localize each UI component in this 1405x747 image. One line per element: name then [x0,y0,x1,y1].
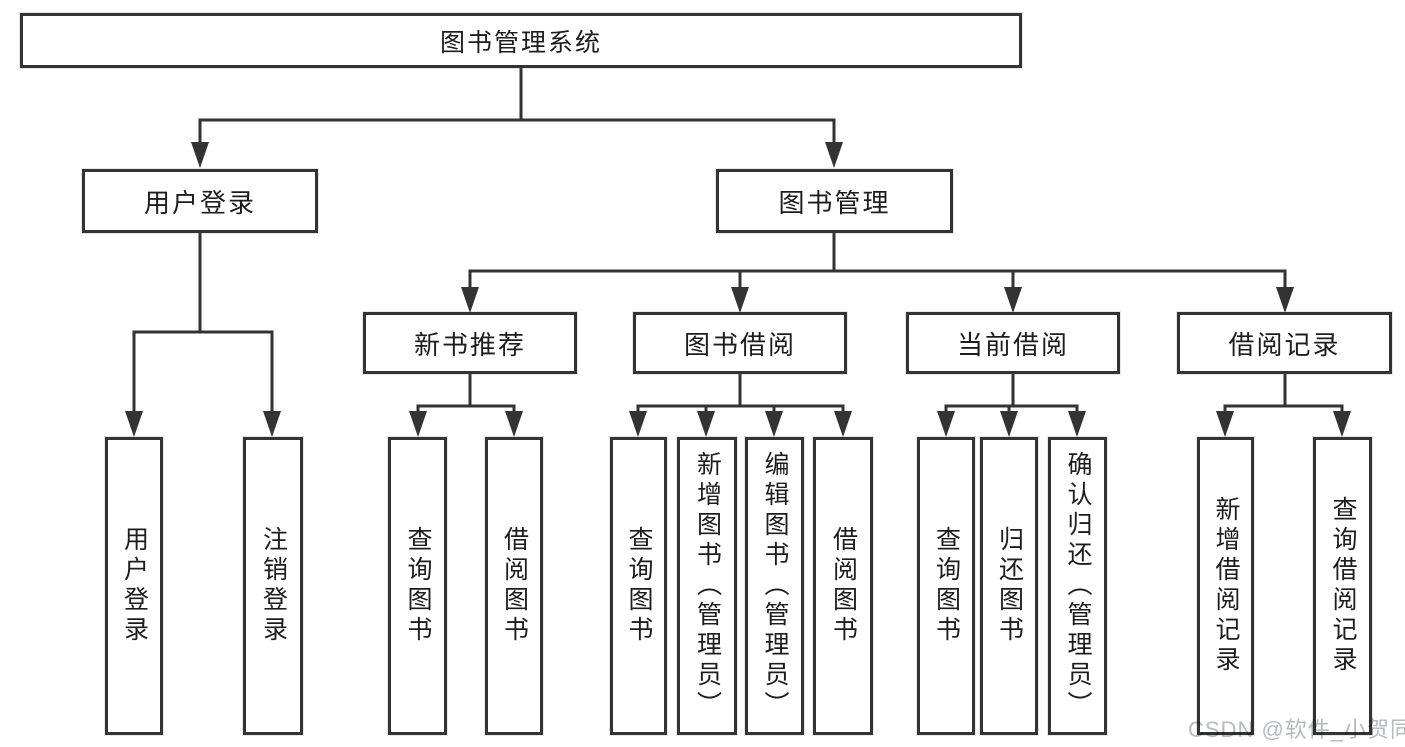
leaf-logout: 注销登录 [243,437,303,735]
node-borrow-records: 借阅记录 [1177,312,1392,374]
node-current-borrow: 当前借阅 [906,312,1120,374]
leaf-borrow-books-recommend: 借阅图书 [485,437,543,735]
leaf-add-books-admin: 新增图书（管理员） [677,437,737,735]
node-book-borrow: 图书借阅 [633,312,847,374]
node-user-login: 用户登录 [82,169,318,233]
leaf-user-login: 用户登录 [105,437,163,735]
leaf-edit-books-admin: 编辑图书（管理员） [745,437,804,735]
leaf-add-borrow-record: 新增借阅记录 [1197,437,1254,735]
leaf-query-books-current: 查询图书 [917,437,975,735]
arrowheads [125,142,1351,437]
leaf-borrow-books: 借阅图书 [813,437,873,735]
leaf-query-books-borrow: 查询图书 [610,437,667,735]
leaf-confirm-return-admin: 确认归还（管理员） [1048,437,1107,735]
node-root-system: 图书管理系统 [20,13,1022,68]
leaf-query-books-recommend: 查询图书 [388,437,447,735]
node-new-book-recommend: 新书推荐 [363,312,577,374]
leaf-query-borrow-record: 查询借阅记录 [1313,437,1372,735]
leaf-return-books: 归还图书 [980,437,1038,735]
node-book-management: 图书管理 [716,169,953,233]
